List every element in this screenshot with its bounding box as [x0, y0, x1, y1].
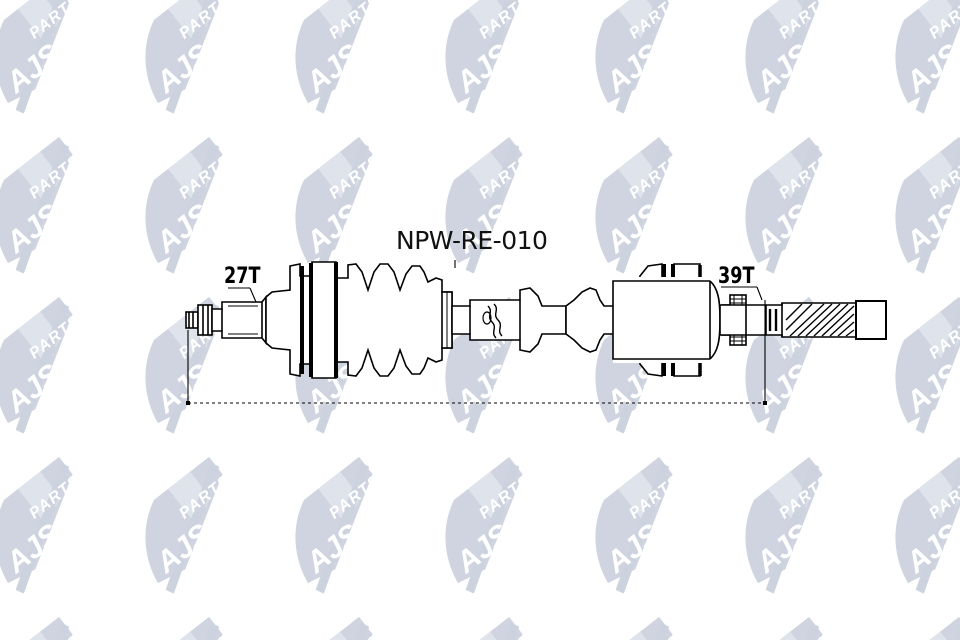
threaded-tip — [185, 311, 199, 329]
intermediate-shaft — [451, 287, 567, 353]
inner-cv-boot — [265, 261, 453, 379]
inner-boot-collar — [441, 291, 453, 349]
bearing-collar — [729, 294, 747, 346]
hex-nut — [197, 304, 213, 336]
end-cap — [855, 300, 887, 340]
inner-stub-shaft-spline — [228, 305, 258, 335]
inner-stub-shaft — [211, 294, 267, 346]
leader-line-27t — [228, 287, 257, 303]
housing-outline — [612, 280, 721, 360]
